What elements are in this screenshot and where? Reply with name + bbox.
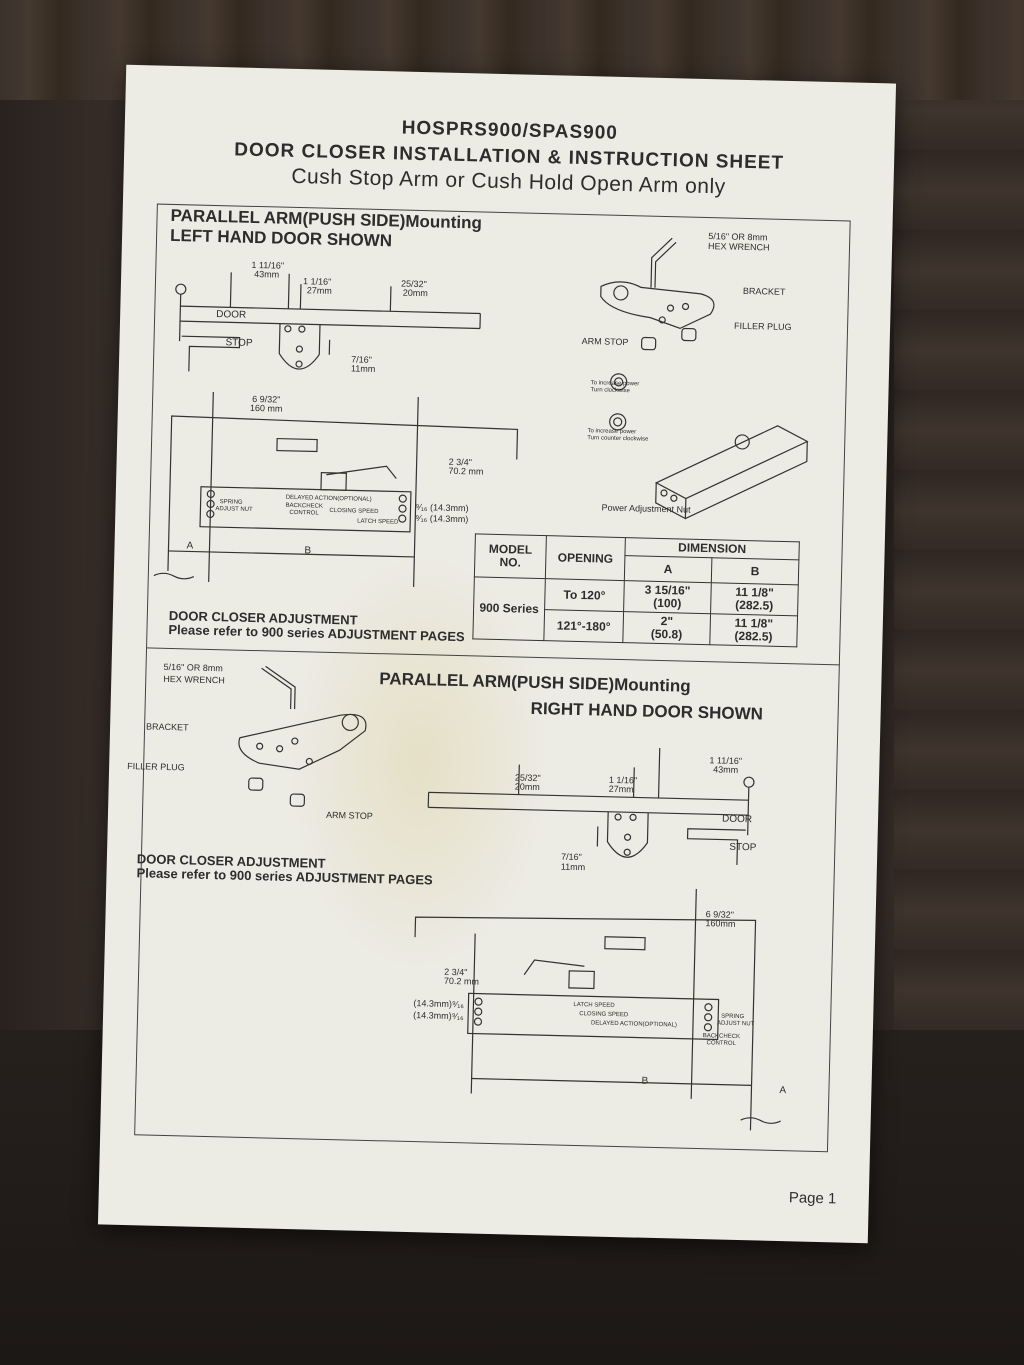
rh-bracket-label: BRACKET — [146, 721, 189, 733]
lh-latch-label: LATCH SPEED — [357, 518, 399, 526]
rh-dim-11mm: 11mm — [560, 861, 586, 873]
table-cell-b: 11 1/8"(282.5) — [710, 582, 799, 616]
lh-dim-143b: ⁹⁄₁₆ (14.3mm) — [415, 512, 469, 525]
hw-increase-cw-1: To increase power — [590, 380, 640, 388]
table-cell-a: 2"(50.8) — [622, 611, 711, 645]
lh-adjust-nut-label: ADJUST NUT — [215, 506, 253, 513]
table-header-a: A — [624, 555, 712, 583]
rh-dim-11: 7/16" — [560, 851, 582, 863]
table-header-model: MODEL NO. — [474, 533, 547, 579]
instruction-sheet: HOSPRS900/SPAS900 DOOR CLOSER INSTALLATI… — [97, 64, 897, 1244]
lh-backcheck-label: BACKCHECK — [285, 502, 323, 510]
rh-hex-wrench-label: HEX WRENCH — [163, 673, 225, 686]
table-cell-opening: To 120° — [544, 578, 625, 612]
rh-backcheck-label: BACKCHECK — [702, 1033, 741, 1041]
right-hand-door-diagram — [414, 747, 781, 1131]
rh-bracket-diagram — [238, 665, 367, 807]
rh-filler-plug-label: FILLER PLUG — [127, 760, 185, 773]
table-cell-b: 11 1/8"(282.5) — [709, 613, 798, 647]
lh-control-label: CONTROL — [289, 509, 319, 517]
floor-background-right — [894, 100, 1024, 1030]
hw-increase-cw-2: Turn clockwise — [590, 387, 631, 395]
hw-filler-plug-label: FILLER PLUG — [733, 320, 792, 333]
rh-adjust-nut-label: ADJUST NUT — [716, 1020, 755, 1028]
rh-spring-label: SPRING — [721, 1013, 745, 1021]
rh-arm-stop-label: ARM STOP — [325, 809, 373, 822]
left-hand-door-diagram — [153, 272, 519, 587]
rh-dim-20mm: 20mm — [514, 781, 540, 793]
hw-power-nut-label: Power Adjustment Nut — [601, 502, 691, 515]
rh-closing-label: CLOSING SPEED — [579, 1011, 629, 1019]
lh-dim-43mm: 43mm — [254, 268, 280, 280]
rh-dim-70mm: 70.2 mm — [443, 975, 480, 987]
table-cell-opening: 121°-180° — [543, 609, 624, 643]
table-cell-model: 900 Series — [472, 576, 546, 641]
rh-hex-wrench-size: 5/16" OR 8mm — [163, 661, 223, 674]
rh-door-label: DOOR — [721, 813, 753, 826]
rh-dim-a: A — [779, 1085, 787, 1097]
page-number: Page 1 — [788, 1189, 837, 1208]
rh-dim-27mm: 27mm — [608, 783, 634, 795]
rh-dim-43mm: 43mm — [713, 764, 739, 775]
lh-dim-160mm: 160 mm — [249, 402, 283, 414]
rh-control-label: CONTROL — [706, 1040, 736, 1047]
lh-dim-70mm: 70.2 mm — [448, 465, 484, 477]
lh-stop-label: STOP — [225, 337, 253, 349]
lh-dim-11mm: 11mm — [350, 363, 376, 374]
hardware-diagram — [600, 237, 809, 520]
lh-dim-b: B — [304, 545, 312, 557]
hw-arm-stop-label: ARM STOP — [581, 335, 629, 348]
table-cell-a: 3 15/16"(100) — [623, 580, 712, 614]
lh-dim-20mm: 20mm — [402, 287, 428, 299]
dimension-table: MODEL NO. OPENING DIMENSION A B 900 Seri… — [472, 533, 800, 647]
lh-spring-label: SPRING — [219, 499, 243, 506]
rh-dim-143b: (14.3mm)⁹⁄₁₆ — [413, 1010, 464, 1022]
hw-bracket-label: BRACKET — [742, 285, 786, 297]
rh-dim-b: B — [641, 1075, 649, 1087]
rh-dim-143a: (14.3mm)⁹⁄₁₆ — [413, 998, 465, 1010]
table-header-b: B — [711, 557, 799, 585]
rh-dim-160mm: 160mm — [705, 918, 736, 929]
table-header-opening: OPENING — [545, 535, 626, 581]
lh-dim-143a: ⁹⁄₁₆ (14.3mm) — [415, 501, 469, 514]
rh-stop-label: STOP — [729, 841, 757, 854]
lh-closing-label: CLOSING SPEED — [329, 507, 379, 516]
hw-increase-ccw-1: To increase power — [587, 428, 637, 436]
rh-latch-label: LATCH SPEED — [573, 1001, 615, 1009]
lh-dim-a: A — [186, 540, 194, 552]
lh-dim-27mm: 27mm — [306, 285, 332, 296]
hw-hex-wrench-label: HEX WRENCH — [707, 241, 770, 253]
lh-door-label: DOOR — [216, 309, 247, 321]
